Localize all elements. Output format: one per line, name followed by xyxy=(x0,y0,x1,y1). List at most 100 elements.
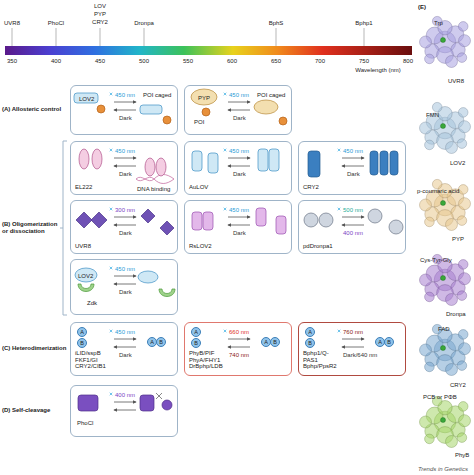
light-symbol xyxy=(224,208,227,211)
panel-text: 450 nm xyxy=(229,207,249,214)
protein-shape xyxy=(192,212,202,230)
structure-lobe xyxy=(446,56,458,68)
reverse-arrow xyxy=(228,225,250,226)
reverse-arrow xyxy=(342,166,364,167)
scale-label: Dronpa xyxy=(134,20,154,27)
light-symbol xyxy=(224,93,227,96)
scale-label: 550 xyxy=(183,58,193,65)
forward-arrow xyxy=(342,339,364,340)
panel-box: ABABBphp1/Q-PAS1 Bphp/PpsR2760 nmDark/64… xyxy=(298,322,406,376)
panel-text: EL222 xyxy=(75,184,92,191)
scale-label: 650 xyxy=(271,58,281,65)
protein-shape xyxy=(319,213,333,227)
panel-illustration xyxy=(110,330,136,347)
chromophore xyxy=(441,124,446,129)
structure-lobe xyxy=(432,102,442,112)
subunit-label: B xyxy=(305,338,315,348)
panel-box: ABABPhyB/PIF PhyA/FHY1 DrBphp/LDB660 nm7… xyxy=(184,322,292,376)
protein-shape xyxy=(368,209,382,223)
protein-shape xyxy=(192,151,202,171)
protein-shape xyxy=(370,151,378,175)
structure-lobe xyxy=(432,179,442,189)
structure-label: UVR8 xyxy=(448,78,464,85)
panel-text: AuLOV xyxy=(189,184,208,191)
wavelength-leader xyxy=(100,28,101,46)
chromophore xyxy=(441,346,446,351)
panel-illustration xyxy=(224,330,250,347)
protein-shape xyxy=(254,100,278,114)
reverse-arrow xyxy=(228,110,250,111)
protein-shape xyxy=(141,209,155,223)
panel-illustration xyxy=(338,330,364,347)
structure-lobe xyxy=(446,219,458,231)
protein-shape xyxy=(279,117,287,125)
panel-illustration xyxy=(78,393,172,411)
protein-shape xyxy=(76,212,92,228)
structure-label: PhyB xyxy=(455,452,469,459)
chromophore xyxy=(441,418,446,423)
light-symbol xyxy=(110,208,113,211)
protein-shape xyxy=(390,151,398,175)
panel-text: POI caged xyxy=(257,92,285,99)
reverse-arrow xyxy=(114,225,136,226)
structure-lobe xyxy=(420,416,432,428)
protein-shape xyxy=(380,151,388,175)
structure-lobe xyxy=(425,140,435,150)
scale-label: 450 xyxy=(95,58,105,65)
reverse-arrow xyxy=(114,110,136,111)
subunit-label: B xyxy=(156,337,166,347)
light-symbol xyxy=(110,149,113,152)
panel-box: LOV2POI caged450 nmDark xyxy=(70,85,178,135)
scale-label: UVR8 xyxy=(4,20,20,27)
scale-label: BphS xyxy=(269,20,284,27)
structure-lobe xyxy=(446,364,458,376)
reverse-arrow xyxy=(114,410,136,411)
light-symbol xyxy=(224,330,227,333)
panel-box: CRY2450 nmDark xyxy=(298,141,406,195)
panel-illustration xyxy=(191,89,287,125)
panel-text: PhoCl xyxy=(77,420,93,427)
panel-text: Dark xyxy=(119,171,132,178)
protein-shape xyxy=(202,108,210,116)
structure-lobe xyxy=(425,434,435,444)
panel-text: 400 nm xyxy=(115,392,135,399)
scale-label: 750 xyxy=(359,58,369,65)
panel-text: Dark xyxy=(347,171,360,178)
structure-lobe xyxy=(420,122,432,134)
panel-illustration xyxy=(308,149,398,177)
scale-label: 800 xyxy=(403,58,413,65)
panel-box: EL222450 nmDarkDNA binding xyxy=(70,141,178,195)
protein-shape xyxy=(163,116,171,124)
wavelength-leader xyxy=(276,28,277,46)
panel-heading: (A) Allosteric control xyxy=(2,106,61,113)
forward-arrow xyxy=(342,217,364,218)
panel-box: RsLOV2450 nmDark xyxy=(184,200,292,254)
panel-text: Dark xyxy=(119,115,132,122)
reverse-arrow xyxy=(342,225,364,226)
protein-shape xyxy=(92,149,102,169)
panel-text: 740 nm xyxy=(229,352,249,359)
panel-text: 450 nm xyxy=(115,92,135,99)
panel-box: AuLOV450 nmDark xyxy=(184,141,292,195)
reverse-arrow xyxy=(114,347,136,348)
scale-label: CRY2 xyxy=(92,19,108,26)
panel-text: Dark xyxy=(119,352,132,359)
protein-shape xyxy=(97,105,105,113)
protein-shape xyxy=(159,289,175,297)
subunit-label: B xyxy=(191,338,201,348)
panel-text: LOV2 xyxy=(78,273,93,280)
protein-shape xyxy=(208,153,218,173)
chromophore xyxy=(441,276,446,281)
protein-shape xyxy=(136,177,174,183)
structure-label: Cys-Tyr-Gly xyxy=(420,257,452,264)
structure-label: CRY2 xyxy=(450,382,466,389)
journal-credit: Trends in Genetics xyxy=(418,466,468,473)
scale-label: Wavelength (nm) xyxy=(355,67,400,74)
light-symbol xyxy=(110,330,113,333)
structure-lobe xyxy=(458,108,468,118)
panel-text: CRY2 xyxy=(303,184,319,191)
panel-text: RsLOV2 xyxy=(189,243,212,250)
structure-label: FMN xyxy=(426,112,439,119)
forward-arrow xyxy=(114,276,136,277)
